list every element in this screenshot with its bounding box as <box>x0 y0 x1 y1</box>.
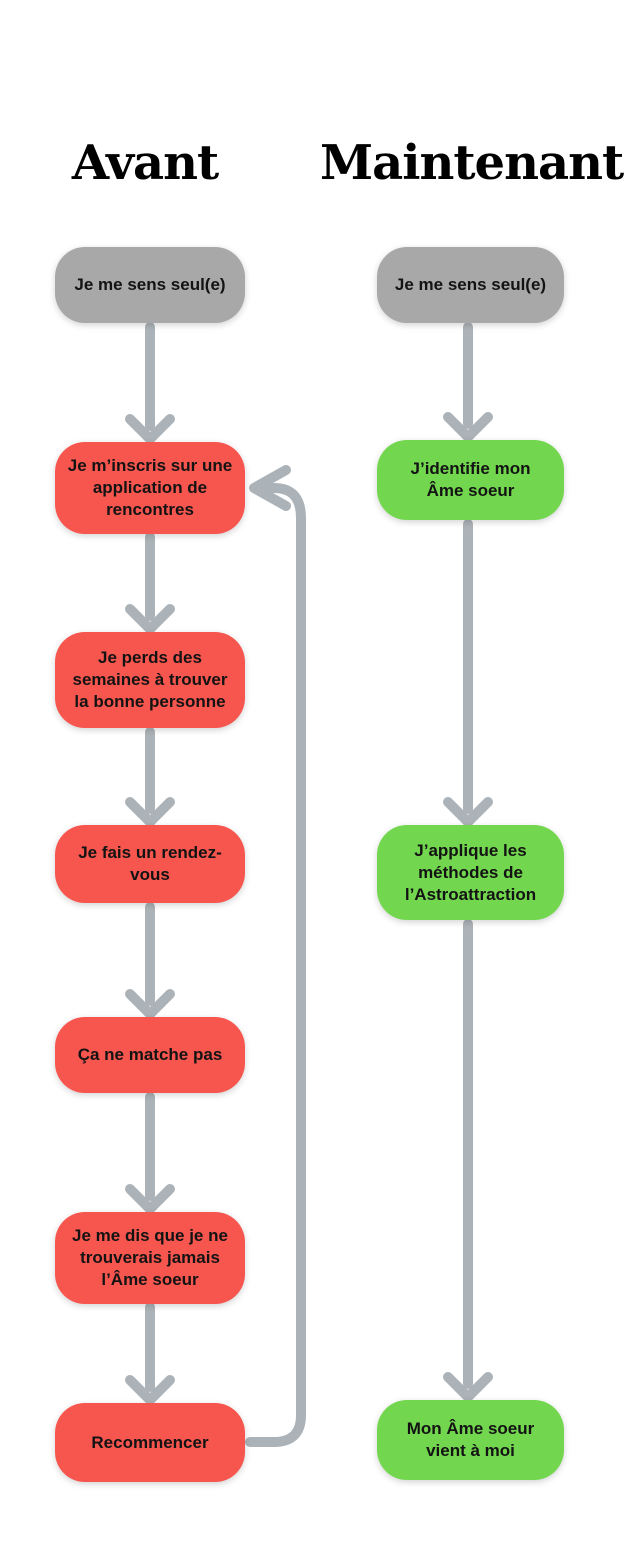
loop-arrow-icon <box>245 465 306 1447</box>
flow-node-label: Je fais un rendez- vous <box>78 843 222 884</box>
arrow-down-icon <box>125 902 175 1019</box>
arrow-down-icon <box>443 322 493 442</box>
flow-node-label: J’identifie mon Âme soeur <box>410 459 531 500</box>
flow-node-label: Recommencer <box>91 1432 209 1452</box>
flow-node-label: Je perds des semaines à trouver la bonne… <box>72 648 228 711</box>
flow-node-avant-no-match: Ça ne matche pas <box>55 1017 245 1093</box>
flow-node-label: Ça ne matche pas <box>77 1045 223 1064</box>
column-title-maintenant: Maintenant <box>320 135 624 191</box>
flow-node-avant-restart: Recommencer <box>55 1403 245 1482</box>
flow-node-avant-signup-dating-app: Je m’inscris sur une application de renc… <box>55 442 245 534</box>
arrow-down-icon <box>125 1092 175 1214</box>
flow-node-label: Mon Âme soeur vient à moi <box>406 1419 535 1460</box>
flow-node-avant-never-find-soulmate: Je me dis que je ne trouverais jamais l’… <box>55 1212 245 1304</box>
arrow-down-icon <box>443 919 493 1402</box>
flow-node-label: Je me sens seul(e) <box>394 275 547 294</box>
flow-node-maintenant-apply-astroattraction: J’applique les méthodes de l’Astroattrac… <box>377 825 564 920</box>
flow-node-avant-waste-weeks: Je perds des semaines à trouver la bonne… <box>55 632 245 728</box>
column-title-avant: Avant <box>71 135 219 191</box>
flow-node-label: Je me dis que je ne trouverais jamais l’… <box>72 1226 228 1289</box>
flow-node-avant-feel-lonely: Je me sens seul(e) <box>55 247 245 323</box>
arrow-down-icon <box>125 532 175 634</box>
arrow-down-icon <box>125 1302 175 1405</box>
flow-node-label: Je me sens seul(e) <box>74 275 226 294</box>
flow-node-maintenant-identify-soulmate: J’identifie mon Âme soeur <box>377 440 564 520</box>
flow-node-avant-go-on-date: Je fais un rendez- vous <box>55 825 245 903</box>
arrow-down-icon <box>125 322 175 444</box>
flow-node-maintenant-feel-lonely: Je me sens seul(e) <box>377 247 564 323</box>
flow-node-label: J’applique les méthodes de l’Astroattrac… <box>404 840 537 904</box>
flow-node-maintenant-soulmate-comes: Mon Âme soeur vient à moi <box>377 1400 564 1480</box>
arrow-down-icon <box>443 519 493 827</box>
arrow-down-icon <box>125 727 175 827</box>
flow-node-label: Je m’inscris sur une application de renc… <box>67 456 233 519</box>
